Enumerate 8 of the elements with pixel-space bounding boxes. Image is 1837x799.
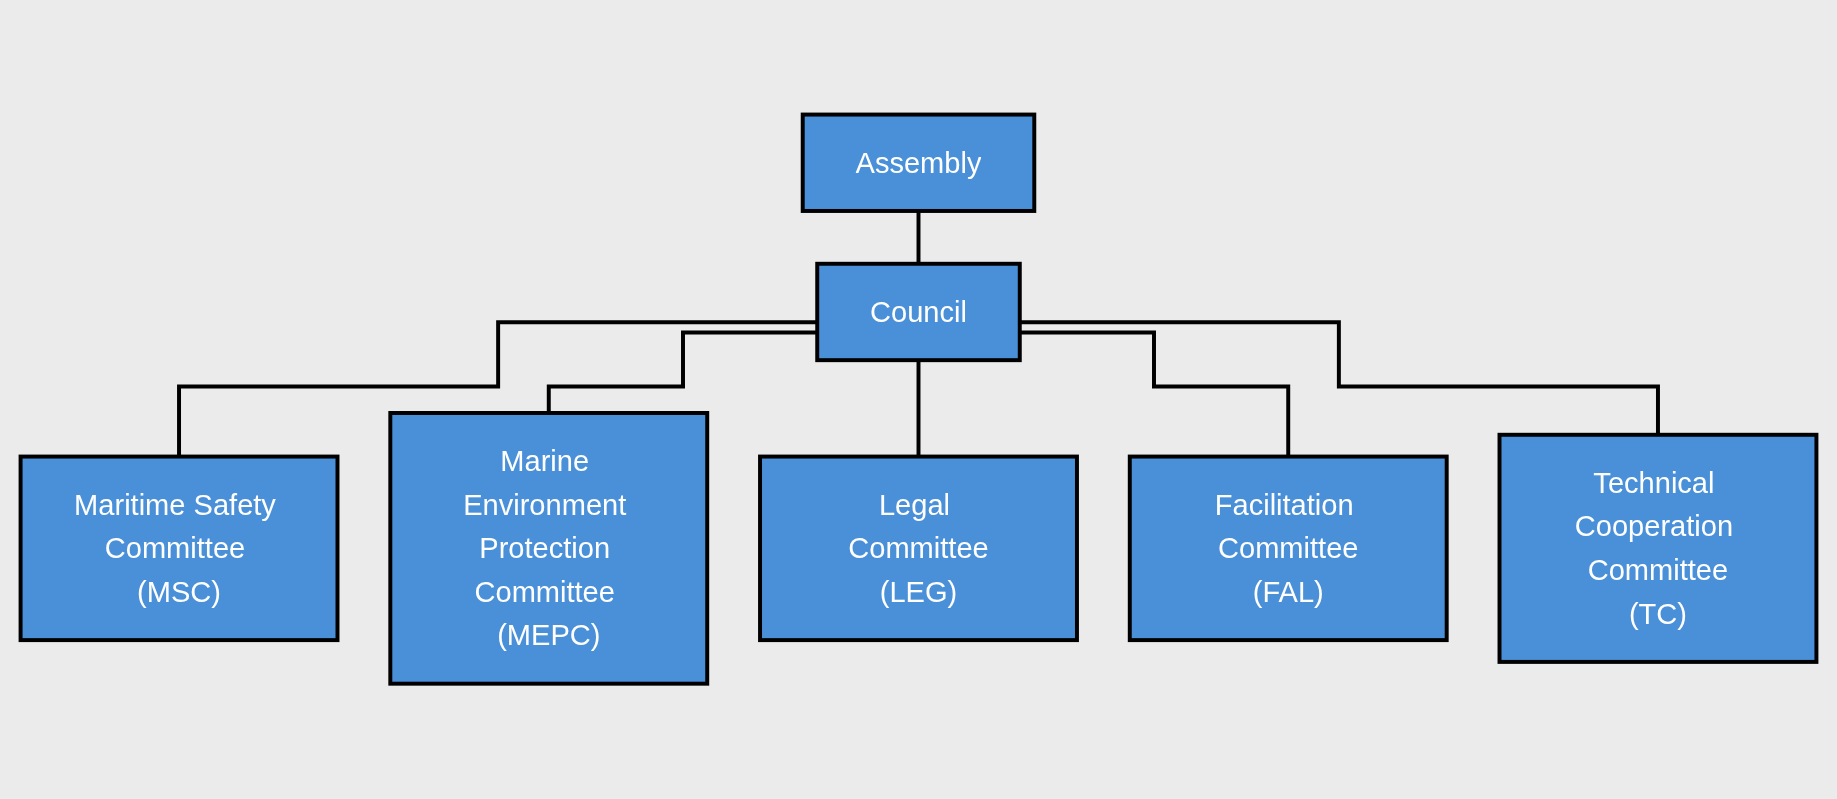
node-box (1127, 454, 1449, 643)
node-box (800, 112, 1037, 214)
org-chart: Assembly Council Maritime Safety Committee (MSC) Marine Environment Protection Committee (MEPC) Legal Committee (LEG) Facilitation Committee (FAL) Technical Cooperation Committee (TC) (10, 104, 1827, 695)
node-box (758, 454, 1079, 643)
node-box (815, 262, 1022, 363)
node-box (18, 454, 340, 643)
node-box (1497, 433, 1819, 665)
node-box (388, 411, 710, 687)
